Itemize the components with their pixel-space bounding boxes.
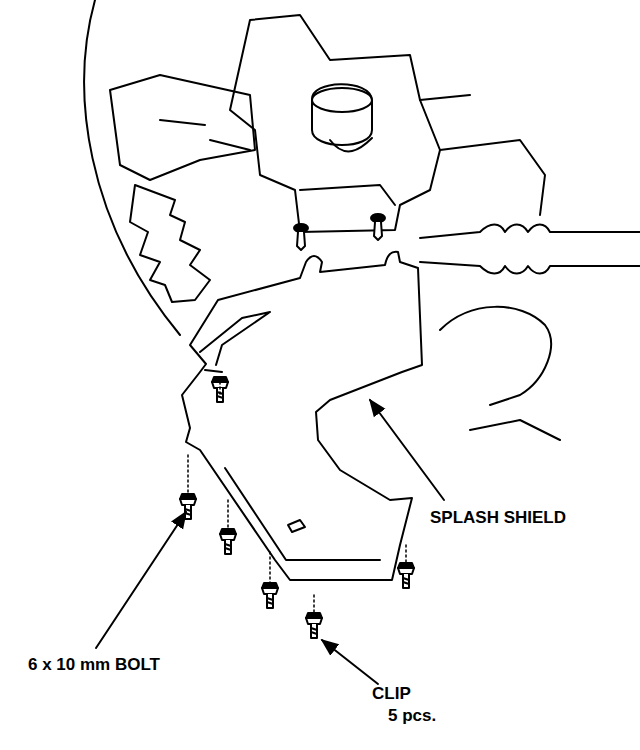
part-label: SPLASH SHIELD (430, 508, 566, 528)
part-label: CLIP (372, 684, 411, 704)
part-label: 5 pcs. (388, 706, 436, 726)
part-label: 6 x 10 mm BOLT (28, 655, 160, 675)
